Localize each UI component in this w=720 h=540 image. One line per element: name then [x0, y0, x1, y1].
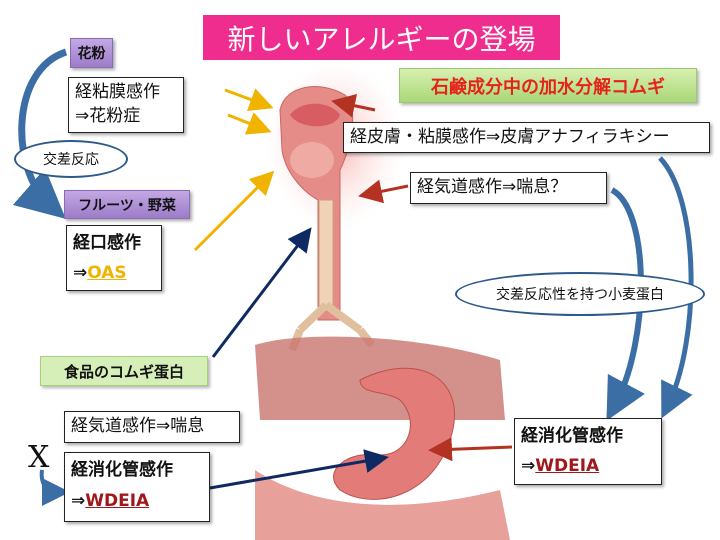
oral-sensitization-box: 経口感作 ⇒OAS: [66, 225, 162, 291]
yellow-arrow: [224, 88, 274, 111]
pollen-label: 花粉: [70, 38, 113, 68]
pollen-sensitization-box: 経粘膜感作 ⇒花粉症: [68, 77, 184, 133]
arrow-symbol: ⇒: [73, 263, 88, 283]
box-line: 経口感作: [73, 233, 141, 253]
navy-arrow: [211, 227, 312, 358]
fruit-vegetable-label: フルーツ・野菜: [64, 190, 190, 219]
arrow-symbol: ⇒: [71, 491, 86, 511]
bronchi: [288, 301, 376, 352]
cross-reaction-ellipse: 交差反応: [14, 140, 128, 178]
food-wheat-label: 食品のコムギ蛋白: [40, 356, 208, 386]
red-arrow: [358, 179, 409, 204]
trachea: [318, 199, 334, 311]
curved-arrow-small: [39, 469, 70, 506]
tongue: [290, 142, 334, 178]
airway-sensitization-box: 経気道感作⇒喘息？: [410, 172, 607, 204]
red-arrow: [331, 93, 376, 118]
box-line: 経消化管感作: [521, 426, 623, 446]
red-arrow: [428, 437, 513, 462]
box-line: ⇒花粉症: [75, 106, 141, 126]
nasal-cavity: [290, 103, 340, 127]
curved-arrow-right: [658, 156, 694, 419]
arrow-symbol: ⇒: [521, 456, 536, 476]
slide-title: 新しいアレルギーの登場: [203, 15, 560, 60]
oas-text: OAS: [87, 263, 127, 283]
x-mark: X: [28, 440, 50, 475]
soap-wheat-label: 石鹸成分中の加水分解コムギ: [399, 68, 697, 103]
wdeia-text: WDEIA: [85, 491, 150, 511]
gi-sensitization-box-left: 経消化管感作 ⇒WDEIA: [64, 452, 210, 522]
intestines: [255, 470, 510, 540]
box-line: 経消化管感作: [71, 460, 173, 480]
skin-sensitization-box: 経皮膚・粘膜感作⇒皮膚アナフィラキシー: [343, 122, 710, 153]
navy-arrow: [209, 449, 389, 490]
curved-arrow-left: [12, 48, 68, 219]
food-airway-box: 経気道感作⇒喘息: [64, 411, 240, 443]
yellow-arrow: [227, 112, 272, 135]
gi-sensitization-box-right: 経消化管感作 ⇒WDEIA: [514, 418, 662, 485]
yellow-arrow: [193, 170, 275, 252]
cross-reactive-protein-ellipse: 交差反応性を持つ小麦蛋白: [455, 272, 705, 316]
box-line: 経粘膜感作: [75, 82, 160, 102]
wdeia-text: WDEIA: [535, 456, 600, 476]
